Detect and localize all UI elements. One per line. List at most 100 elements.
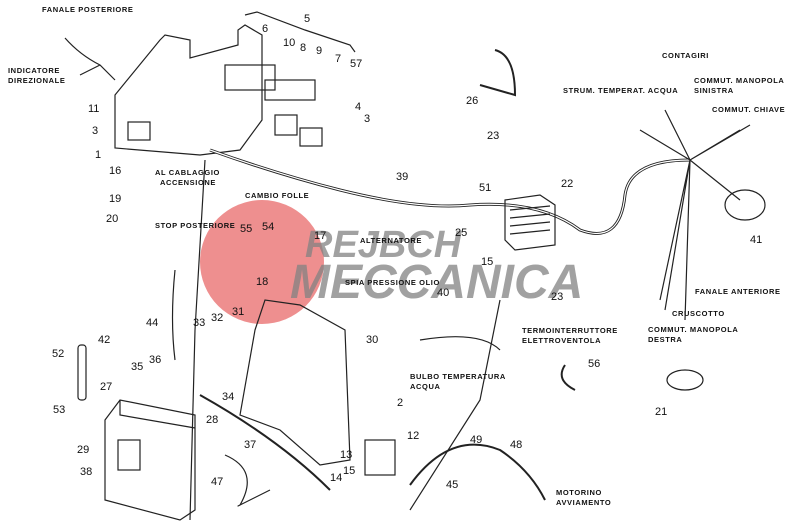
bracket-5 <box>244 11 356 53</box>
label-termointerruttore: TERMOINTERRUTTORE <box>522 326 618 335</box>
callout: 26 <box>466 95 479 107</box>
callout: 5 <box>304 13 311 25</box>
callout: 19 <box>109 193 122 205</box>
callout: 27 <box>100 381 113 393</box>
label-commut-chiave: COMMUT. CHIAVE <box>712 105 786 114</box>
starter-relay-13 <box>364 439 396 476</box>
label-elettroventola: ELETTROVENTOLA <box>522 336 602 345</box>
callout: 57 <box>350 58 363 70</box>
callout: 11 <box>88 103 100 115</box>
callout: 8 <box>300 42 307 54</box>
battery-label <box>117 439 141 471</box>
callout: 3 <box>364 113 371 125</box>
callout: 37 <box>244 439 257 451</box>
callout: 39 <box>396 171 409 183</box>
callout: 23 <box>551 291 564 303</box>
battery-tray-30 <box>239 299 351 466</box>
callout: 31 <box>232 306 245 318</box>
label-stop-posteriore: STOP POSTERIORE <box>155 221 236 230</box>
callout: 52 <box>52 348 65 360</box>
callout: 14 <box>330 472 343 484</box>
relay-4 <box>274 114 298 136</box>
cable-44 <box>171 269 176 361</box>
callout: 9 <box>316 45 323 57</box>
label-spia-pressione-olio: SPIA PRESSIONE OLIO <box>345 278 440 287</box>
callout: 42 <box>98 334 111 346</box>
label-avviamento: AVVIAMENTO <box>556 498 612 507</box>
callout: 16 <box>109 165 122 177</box>
callout: 17 <box>314 230 327 242</box>
callout: 53 <box>53 404 66 416</box>
callout: 6 <box>262 23 269 35</box>
cable-battery <box>199 394 331 491</box>
callout: 38 <box>80 466 93 478</box>
harness-down <box>189 159 206 521</box>
callout: 32 <box>211 312 224 324</box>
callout: 54 <box>262 221 275 233</box>
label-destra: DESTRA <box>648 335 683 344</box>
callout: 4 <box>355 101 362 113</box>
label-bulbo-temperatura: BULBO TEMPERATURA <box>410 372 506 381</box>
label-indicatore: INDICATORE <box>8 66 60 75</box>
battery-29 <box>104 399 196 521</box>
callout: 2 <box>397 397 404 409</box>
callout: 22 <box>561 178 574 190</box>
callout: 10 <box>283 37 296 49</box>
clip-56 <box>560 364 576 391</box>
callout: 18 <box>256 276 269 288</box>
rear-light-wire <box>64 37 116 81</box>
callout: 23 <box>487 130 500 142</box>
label-alternatore: ALTERNATORE <box>360 236 423 245</box>
label-acqua: ACQUA <box>410 382 441 391</box>
relay-3a <box>127 121 151 141</box>
relay-3b <box>299 127 323 147</box>
cable-47 <box>224 454 271 507</box>
relay-block <box>264 79 316 101</box>
label-motorino: MOTORINO <box>556 488 602 497</box>
label-contagiri: CONTAGIRI <box>662 51 709 60</box>
clip-26 <box>479 49 517 97</box>
callout: 1 <box>95 149 102 161</box>
callout: 47 <box>211 476 224 488</box>
callout: 35 <box>131 361 144 373</box>
callout: 55 <box>240 223 253 235</box>
callout: 40 <box>437 287 450 299</box>
watermark-line2: MECCANICA <box>290 256 584 309</box>
cable-45 <box>409 443 546 501</box>
callout: 45 <box>446 479 459 491</box>
label-fanale-posteriore: FANALE POSTERIORE <box>42 5 134 14</box>
callout: 15 <box>481 256 494 268</box>
watermark-line1: REJBCH <box>305 224 462 266</box>
callout: 25 <box>455 227 468 239</box>
label-sinistra: SINISTRA <box>694 86 734 95</box>
front-harness-branches <box>639 109 751 321</box>
callout: 56 <box>588 358 601 370</box>
regulator-22 <box>504 194 556 251</box>
callout: 34 <box>222 391 235 403</box>
callout: 29 <box>77 444 90 456</box>
callout: 41 <box>750 234 763 246</box>
callout: 36 <box>149 354 162 366</box>
callout: 33 <box>193 317 206 329</box>
label-al-cablaggio: AL CABLAGGIO <box>155 168 220 177</box>
tube-52 <box>77 344 87 401</box>
label-commut-manopola-dx: COMMUT. MANOPOLA <box>648 325 739 334</box>
callout: 15 <box>343 465 356 477</box>
label-cambio-folle: CAMBIO FOLLE <box>245 191 310 200</box>
callout: 21 <box>655 406 668 418</box>
label-strum-temperat-acqua: STRUM. TEMPERAT. ACQUA <box>563 86 679 95</box>
callout: 48 <box>510 439 523 451</box>
callout: 7 <box>335 53 342 65</box>
callout: 12 <box>407 430 420 442</box>
main-harness-inner <box>209 149 691 235</box>
callout: 30 <box>366 334 379 346</box>
horn-21 <box>666 369 704 391</box>
callout: 51 <box>479 182 492 194</box>
callout: 28 <box>206 414 219 426</box>
fuse-block <box>224 64 276 91</box>
watermark-circle <box>200 200 324 324</box>
rear-panel <box>114 24 263 156</box>
horn-41 <box>724 189 766 221</box>
